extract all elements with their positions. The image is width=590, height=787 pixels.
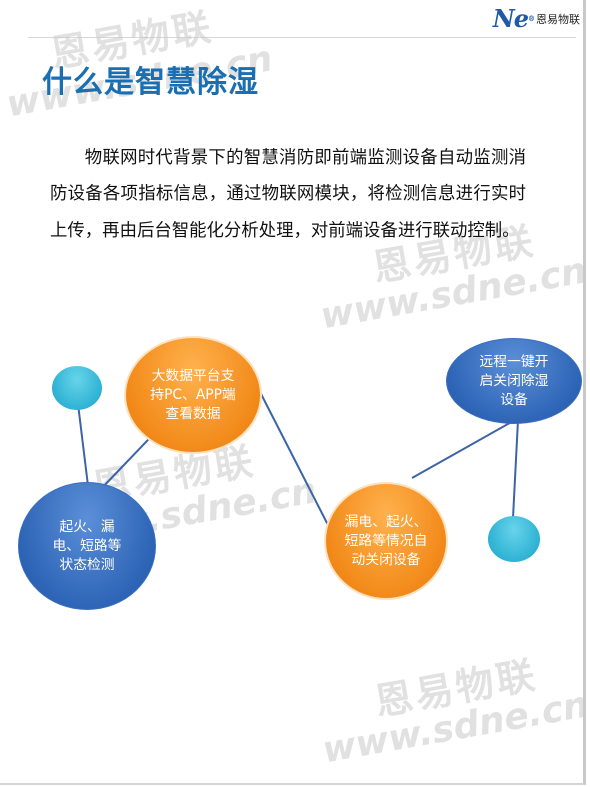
connector-line (411, 419, 516, 479)
logo-text: 恩易物联 (536, 13, 580, 26)
company-logo: Ne® 恩易物联 (493, 7, 580, 31)
body-paragraph: 物联网时代背景下的智慧消防即前端监测设备自动监测消防设备各项指标信息，通过物联网… (50, 148, 526, 241)
decorative-circle (488, 516, 540, 562)
node-linkage-label: 漏电、起火、短路等情况自动关闭设备 (344, 513, 428, 568)
node-linkage: 漏电、起火、短路等情况自动关闭设备 (324, 482, 448, 600)
decorative-circle (52, 366, 102, 410)
node-detect: 起火、漏电、短路等状态检测 (18, 482, 156, 610)
feature-diagram: 大数据平台支持PC、APP端查看数据 起火、漏电、短路等状态检测 漏电、起火、短… (0, 320, 590, 610)
diagram-connectors (77, 387, 519, 526)
header-divider (28, 37, 576, 38)
node-detect-label: 起火、漏电、短路等状态检测 (52, 518, 122, 573)
page-title: 什么是智慧除湿 (42, 65, 259, 100)
connector-line (257, 387, 329, 526)
node-remote: 远程一键开启关闭除湿设备 (446, 338, 582, 424)
node-remote-label: 远程一键开启关闭除湿设备 (479, 353, 549, 408)
connector-line (512, 419, 519, 519)
node-platform: 大数据平台支持PC、APP端查看数据 (124, 336, 262, 454)
logo-mark: Ne® (492, 4, 535, 33)
node-platform-label: 大数据平台支持PC、APP端查看数据 (150, 367, 236, 422)
